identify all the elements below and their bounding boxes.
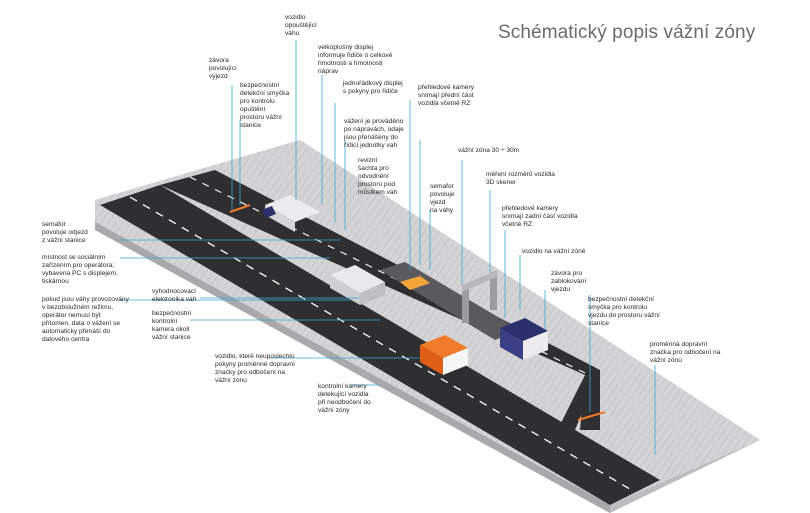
label-exit-semaphore: semafor povoluje odjezd z vážní stanice [42,221,88,245]
label-unattended-mode: pokud jsou váhy provozovány v bezobslužn… [42,296,129,344]
label-operator-room: místnost se sociálním zařízením pro oper… [42,254,118,286]
label-weigh-zone-length: vážní zóna 30 ÷ 30m [458,147,520,154]
label-surveillance-camera: bezpečnostní kontrolní kamera okolí vážn… [152,310,192,342]
label-non-compliant-vehicle: vozidlo, které neuposlechlo pokyny promě… [215,353,295,385]
label-evaluation-electronics: vyhodnocovací elektronika vah [152,288,197,304]
label-vehicle-leaving: vozidlo opouštějící váhu [285,14,317,38]
entry-barrier [577,411,606,421]
scanner-gate [462,270,497,323]
label-single-line-display: jednořádkový displej s pokyny pro řidiče [343,80,403,96]
label-vehicle-on-zone: vozidlo na vážní zóně [522,248,586,255]
label-front-cameras: přehledové kamery snímají přední část vo… [418,84,475,108]
label-inspection-shaft: revizní šachta pro odvodnění prostoru po… [358,157,398,197]
label-entry-barrier: závora pro zablokování vjezdu [551,270,587,294]
label-exit-barrier: závora povolující výjezd [209,57,237,81]
truck-on-scale [500,318,548,360]
label-rear-cameras: přehledové kamery snímají zadní část voz… [502,205,578,229]
label-large-display: velkoplošný displej informuje řidiče o c… [318,44,393,76]
callout-lines [120,40,656,455]
exit-barrier [229,204,251,213]
truck-leaving [262,195,320,232]
label-control-cameras: kontrolní kamery detekující vozidla při … [318,383,371,415]
weigh-bridge [380,262,520,340]
diagram-title: Schématický popis vážní zóny [498,22,756,43]
label-entry-loop: bezpečnostní detekční smyčka pro kontrol… [588,296,660,328]
label-exit-loop: bezpečnostní detekční smyčka pro kontrol… [240,82,290,130]
label-dimension-scanner: měření rozměrů vozidla 3D skener [486,171,555,187]
truck-bypassing [420,335,468,375]
main-road [100,185,660,505]
label-axle-weighing: vážení je prováděno po nápravách, údaje … [344,118,404,150]
operator-building [330,265,385,305]
label-variable-sign: proměnná dopravní značka pro odbočení na… [650,341,721,365]
label-entry-semaphore: semafor povoluje vjezd na váhy [430,183,455,215]
